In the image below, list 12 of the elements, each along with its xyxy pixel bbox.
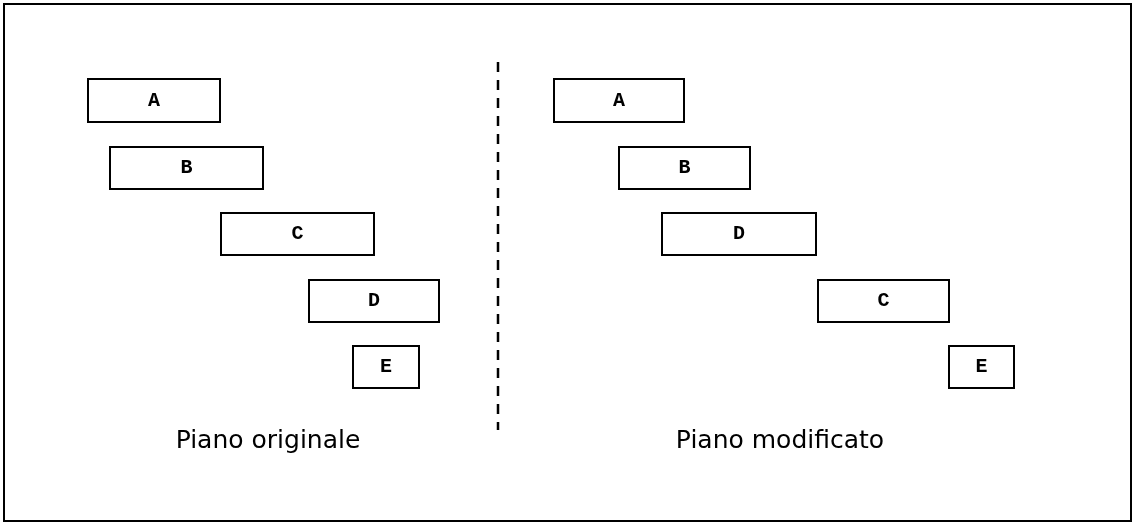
task-box: C [220, 212, 375, 256]
task-box: B [109, 146, 264, 190]
plan-caption: Piano originale [175, 424, 361, 457]
task-box: D [308, 279, 440, 323]
task-box: C [817, 279, 950, 323]
task-box: B [618, 146, 751, 190]
task-box: E [352, 345, 420, 389]
task-box: A [553, 78, 685, 123]
plan-caption: Piano modificato [675, 424, 885, 457]
task-box: D [661, 212, 817, 256]
task-box: A [87, 78, 221, 123]
task-box: E [948, 345, 1015, 389]
